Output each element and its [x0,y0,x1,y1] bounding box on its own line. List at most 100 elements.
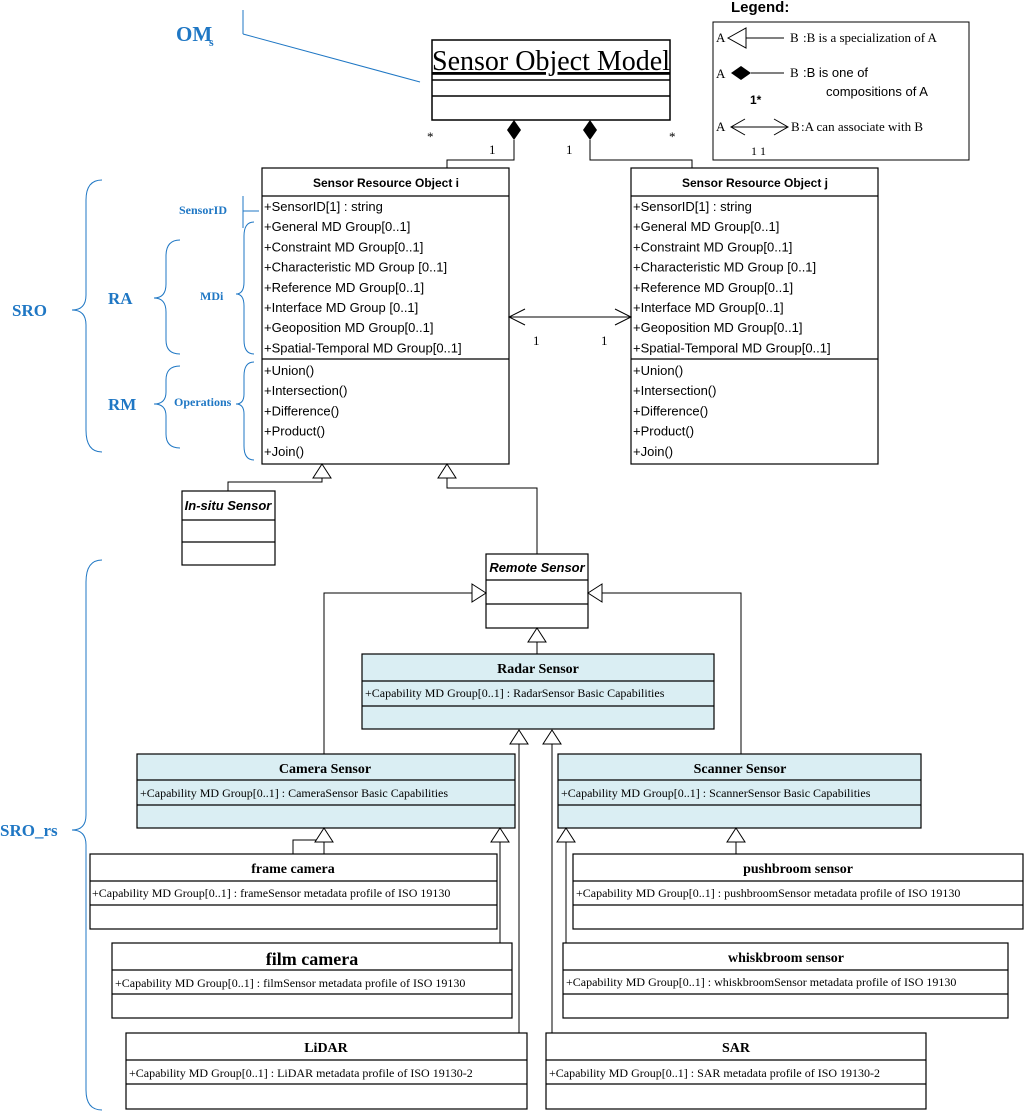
sro-j-attribute-7: +Spatial-Temporal MD Group[0..1] [633,340,831,355]
legend-row3-a: A [716,119,726,134]
label-operations: Operations [174,395,232,409]
insitu-title: In-situ Sensor [185,498,273,513]
legend-row1-a: A [716,30,726,45]
legend-row3-b: B [791,119,800,134]
label-sensorid: SensorID [179,203,227,217]
remote-sensor-class: Remote Sensor [485,553,589,629]
sro-rs-brace [71,559,103,1111]
sro-j-attributes: +SensorID[1] : string +General MD Group[0… [633,199,831,355]
frame-generalization [292,827,334,854]
oms-label: OM s [176,10,421,83]
lidar-class: LiDAR +Capability MD Group[0..1] : LiDAR… [125,1032,528,1110]
ra-brace [153,239,181,355]
sro-j-operation-1: +Intersection() [633,383,716,398]
sro-i-operation-4: +Join() [264,444,304,459]
pushbroom-generalization [726,827,746,854]
film-camera-class: film camera +Capability MD Group[0..1] :… [111,942,513,1019]
sro-i-attribute-5: +Interface MD Group [0..1] [264,300,418,315]
sar-generalization [542,729,562,1033]
frame-title: frame camera [251,862,335,877]
legend: Legend: A B :B is a specialization of A … [712,0,970,161]
sro-j-operation-3: +Product() [633,424,694,439]
sro-i-attribute-7: +Spatial-Temporal MD Group[0..1] [264,340,462,355]
assoc-mult-left: 1 [533,333,540,348]
legend-row2-text2: compositions of A [826,84,928,99]
legend-row2-mult: 1* [750,93,762,107]
legend-row3-mult: 1 1 [751,144,766,158]
whiskbroom-sensor-class: whiskbroom sensor +Capability MD Group[0… [562,942,1009,1019]
label-rm: RM [108,395,136,414]
legend-row1-text: :B is a specialization of A [803,30,938,45]
sensor-resource-object-i: Sensor Resource Object i +SensorID[1] : … [261,167,510,465]
sro-j-attribute-2: +Constraint MD Group[0..1] [633,239,792,254]
legend-row1-b: B [790,30,799,45]
sensor-object-model-class: Sensor Object Model [431,39,671,121]
sro-i-attribute-4: +Reference MD Group[0..1] [264,280,424,295]
sro-i-attribute-3: +Characteristic MD Group [0..1] [264,260,447,275]
sro-j-attribute-4: +Reference MD Group[0..1] [633,280,793,295]
lidar-generalization [509,729,529,1033]
frame-attr: +Capability MD Group[0..1] : frameSensor… [92,886,450,900]
label-sro: SRO [12,301,47,320]
sro-i-attribute-0: +SensorID[1] : string [264,199,383,214]
sro-i-attributes: +SensorID[1] : string +General MD Group[0… [264,199,462,355]
assoc-mult-right: 1 [601,333,608,348]
mdi-brace [235,221,255,355]
oms-subscript: s [209,35,214,49]
sro-j-operations: +Union()+Intersection()+Difference()+Pro… [633,363,716,459]
radar-sensor-class: Radar Sensor +Capability MD Group[0..1] … [361,653,715,730]
model-title: Sensor Object Model [432,46,670,77]
sro-i-attribute-1: +General MD Group[0..1] [264,219,410,234]
radar-title: Radar Sensor [497,662,579,677]
frame-camera-class: frame camera +Capability MD Group[0..1] … [89,853,498,930]
pushbroom-sensor-class: pushbroom sensor +Capability MD Group[0.… [572,853,1024,930]
composition-connectors: * 1 1 * [427,120,693,168]
mult-left-one: 1 [489,142,496,157]
scanner-sensor-class: Scanner Sensor +Capability MD Group[0..1… [557,753,922,829]
sro-brace [71,179,103,453]
label-mdi: MDi [200,289,224,303]
remote-generalization [437,463,538,554]
pushbroom-attr: +Capability MD Group[0..1] : pushbroomSe… [576,886,960,900]
sro-i-operation-2: +Difference() [264,403,339,418]
in-situ-sensor-class: In-situ Sensor [181,490,276,566]
mult-right-one: 1 [566,142,573,157]
association-arrow-left-icon [729,118,746,136]
lidar-attr: +Capability MD Group[0..1] : LiDAR metad… [129,1066,473,1080]
whiskbroom-attr: +Capability MD Group[0..1] : whiskbroomS… [566,975,956,989]
scanner-title: Scanner Sensor [694,762,787,777]
label-sro-rs: SRO_rs [0,821,58,840]
association-arrow-right-icon [773,118,790,136]
camera-sensor-class: Camera Sensor +Capability MD Group[0..1]… [136,753,516,829]
label-ra: RA [108,289,133,308]
film-attr: +Capability MD Group[0..1] : filmSensor … [115,976,465,990]
whiskbroom-title: whiskbroom sensor [728,951,844,966]
mult-left-star: * [427,129,434,144]
side-annotations: SRO RA RM SensorID MDi Operations SRO_rs [0,179,259,1111]
composition-diamond-left [507,120,521,140]
legend-row3-text: :A can associate with B [801,119,923,134]
sro-j-attribute-6: +Geoposition MD Group[0..1] [633,320,802,335]
sro-j-operation-0: +Union() [633,363,683,378]
film-generalization [490,827,510,943]
camera-attr: +Capability MD Group[0..1] : CameraSenso… [140,786,448,800]
pushbroom-title: pushbroom sensor [743,862,853,877]
oms-text: OM [176,22,212,46]
sro-j-attribute-5: +Interface MD Group[0..1] [633,300,784,315]
sro-j-title: Sensor Resource Object j [682,176,828,190]
sro-j-attribute-0: +SensorID[1] : string [633,199,752,214]
camera-generalization [323,583,487,754]
sro-i-operation-0: +Union() [264,363,314,378]
sro-j-attribute-1: +General MD Group[0..1] [633,219,779,234]
sro-i-title: Sensor Resource Object i [313,176,459,190]
association-i-j: 1 1 [507,308,633,348]
sro-i-attribute-6: +Geoposition MD Group[0..1] [264,320,433,335]
whiskbroom-generalization [556,827,576,943]
legend-title: Legend: [731,0,789,16]
legend-row2-text: :B is one of [803,65,868,80]
mult-right-star: * [669,129,676,144]
composition-diamond-icon [731,66,751,80]
sro-i-operation-1: +Intersection() [264,383,347,398]
